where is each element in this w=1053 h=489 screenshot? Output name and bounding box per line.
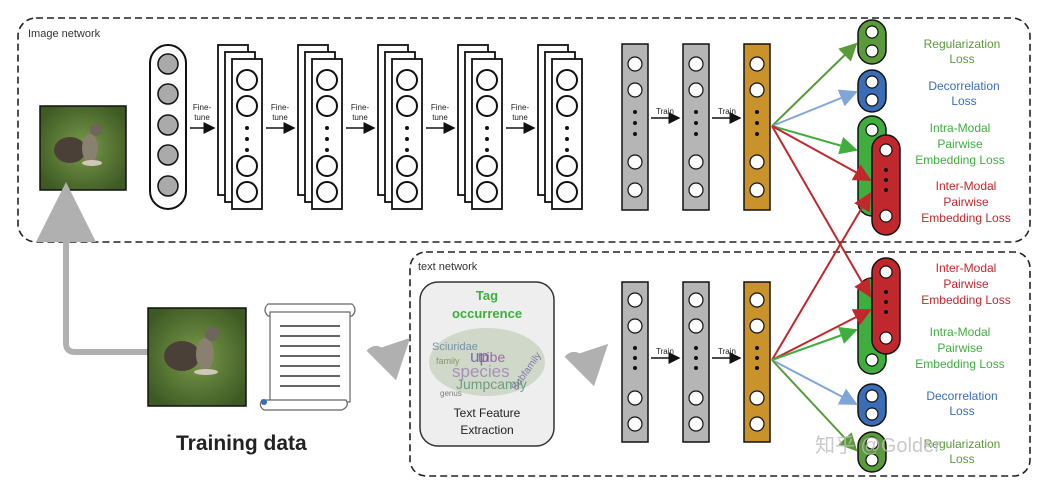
finetune-label: Fine- bbox=[431, 103, 450, 112]
inter-modal-node-bottom bbox=[871, 257, 901, 355]
finetune-label: Fine- bbox=[271, 103, 290, 112]
data-to-image-arrow bbox=[36, 182, 150, 355]
word-cloud-word: family bbox=[436, 356, 460, 366]
finetune-conv-stack bbox=[537, 44, 583, 210]
word-cloud-word: species bbox=[452, 362, 510, 381]
decorrelation-loss-label-top: Decorrelation Loss bbox=[928, 79, 999, 108]
decorrelation-loss-label-bottom: Decorrelation Loss bbox=[926, 389, 997, 418]
image-embedding-layer bbox=[743, 43, 771, 211]
finetune-conv-stack bbox=[297, 44, 343, 210]
decorrelation-node-top bbox=[857, 69, 887, 113]
svg-text:Pairwise: Pairwise bbox=[943, 195, 989, 209]
finetune-conv-stack bbox=[457, 44, 503, 210]
svg-text:Embedding Loss: Embedding Loss bbox=[915, 357, 1004, 371]
text-feature-extraction-box: Tag occurrence Sciuridae tribe species u… bbox=[419, 281, 555, 447]
image-fc-layer-2 bbox=[682, 43, 710, 211]
train-label: Train bbox=[718, 347, 736, 356]
word-cloud-word: genus bbox=[440, 389, 462, 398]
finetune-arrow: Fine-tune bbox=[346, 103, 376, 134]
finetune-label: Fine- bbox=[193, 103, 212, 112]
svg-text:Loss: Loss bbox=[949, 404, 974, 418]
svg-text:Regularization: Regularization bbox=[924, 37, 1001, 51]
feature-to-fc-arrow bbox=[564, 343, 609, 387]
finetune-label: tune bbox=[352, 113, 368, 122]
inter-modal-node-top bbox=[871, 134, 901, 236]
finetune-arrow: Fine-tune bbox=[190, 103, 216, 134]
loss-connection-arrows bbox=[771, 42, 872, 452]
svg-text:Loss: Loss bbox=[949, 452, 974, 466]
decorrelation-node-bottom bbox=[857, 383, 887, 427]
image-network-label: Image network bbox=[28, 28, 101, 40]
intra-modal-loss-label-bottom: Intra-Modal Pairwise Embedding Loss bbox=[915, 325, 1004, 371]
scroll-to-text-arrow bbox=[366, 337, 411, 381]
text-network-box bbox=[409, 251, 1031, 477]
image-fc-layer-1 bbox=[621, 43, 649, 211]
input-layer bbox=[149, 44, 187, 210]
training-data-label: Training data bbox=[176, 432, 307, 455]
squirrel-image-training bbox=[147, 307, 247, 407]
word-cloud-word: Jumpcamly bbox=[456, 376, 527, 392]
feature-label-line1: Text Feature bbox=[454, 406, 521, 420]
svg-text:Inter-Modal: Inter-Modal bbox=[936, 179, 997, 193]
finetune-conv-stack bbox=[377, 44, 423, 210]
image-network-box bbox=[17, 17, 1031, 243]
svg-text:Pairwise: Pairwise bbox=[937, 137, 983, 151]
svg-text:Embedding Loss: Embedding Loss bbox=[921, 211, 1010, 225]
finetune-label: tune bbox=[512, 113, 528, 122]
svg-text:Decorrelation: Decorrelation bbox=[926, 389, 997, 403]
squirrel-image-top bbox=[39, 105, 127, 191]
regularization-node-bottom bbox=[857, 431, 887, 473]
svg-text:Loss: Loss bbox=[951, 94, 976, 108]
finetune-label: tune bbox=[432, 113, 448, 122]
conv-stacks bbox=[217, 44, 583, 210]
word-cloud-word: up bbox=[470, 347, 489, 366]
svg-text:Pairwise: Pairwise bbox=[937, 341, 983, 355]
feature-label-line2: Extraction bbox=[460, 423, 513, 437]
regularization-node-top bbox=[857, 19, 887, 65]
train-label: Train bbox=[656, 347, 674, 356]
word-cloud-word: tribe bbox=[478, 349, 505, 365]
text-network-label: text network bbox=[418, 261, 478, 273]
svg-text:Intra-Modal: Intra-Modal bbox=[930, 121, 991, 135]
finetune-label: tune bbox=[272, 113, 288, 122]
text-fc-layer-2 bbox=[682, 281, 710, 443]
svg-text:Embedding Loss: Embedding Loss bbox=[915, 153, 1004, 167]
finetune-label: Fine- bbox=[351, 103, 370, 112]
inter-modal-loss-label-bottom: Inter-Modal Pairwise Embedding Loss bbox=[921, 261, 1010, 307]
tag-title-line1: Tag bbox=[476, 288, 498, 303]
regularization-loss-label-bottom: Regularization Loss bbox=[924, 437, 1001, 466]
finetune-arrows: Fine-tuneFine-tuneFine-tuneFine-tuneFine… bbox=[190, 103, 536, 134]
svg-text:Loss: Loss bbox=[949, 52, 974, 66]
svg-text:Inter-Modal: Inter-Modal bbox=[936, 261, 997, 275]
train-label: Train bbox=[656, 107, 674, 116]
finetune-arrow: Fine-tune bbox=[426, 103, 456, 134]
intra-modal-loss-label-top: Intra-Modal Pairwise Embedding Loss bbox=[915, 121, 1004, 167]
regularization-loss-label-top: Regularization Loss bbox=[924, 37, 1001, 66]
tag-title-line2: occurrence bbox=[452, 306, 522, 321]
finetune-label: tune bbox=[194, 113, 210, 122]
text-embedding-layer bbox=[743, 281, 771, 443]
text-fc-layer-1 bbox=[621, 281, 649, 443]
finetune-arrow: Fine-tune bbox=[266, 103, 296, 134]
finetune-conv-stack bbox=[217, 44, 263, 210]
inter-modal-loss-label-top: Inter-Modal Pairwise Embedding Loss bbox=[921, 179, 1010, 225]
text-document-scroll bbox=[259, 303, 356, 411]
svg-text:Regularization: Regularization bbox=[924, 437, 1001, 451]
finetune-arrow: Fine-tune bbox=[506, 103, 536, 134]
svg-text:Intra-Modal: Intra-Modal bbox=[930, 325, 991, 339]
svg-text:Pairwise: Pairwise bbox=[943, 277, 989, 291]
finetune-label: Fine- bbox=[511, 103, 530, 112]
svg-text:Embedding Loss: Embedding Loss bbox=[921, 293, 1010, 307]
train-label: Train bbox=[718, 107, 736, 116]
svg-text:Decorrelation: Decorrelation bbox=[928, 79, 999, 93]
watermark: 知乎 @Golder bbox=[815, 434, 941, 457]
word-cloud-word: Sciuridae bbox=[432, 341, 478, 353]
